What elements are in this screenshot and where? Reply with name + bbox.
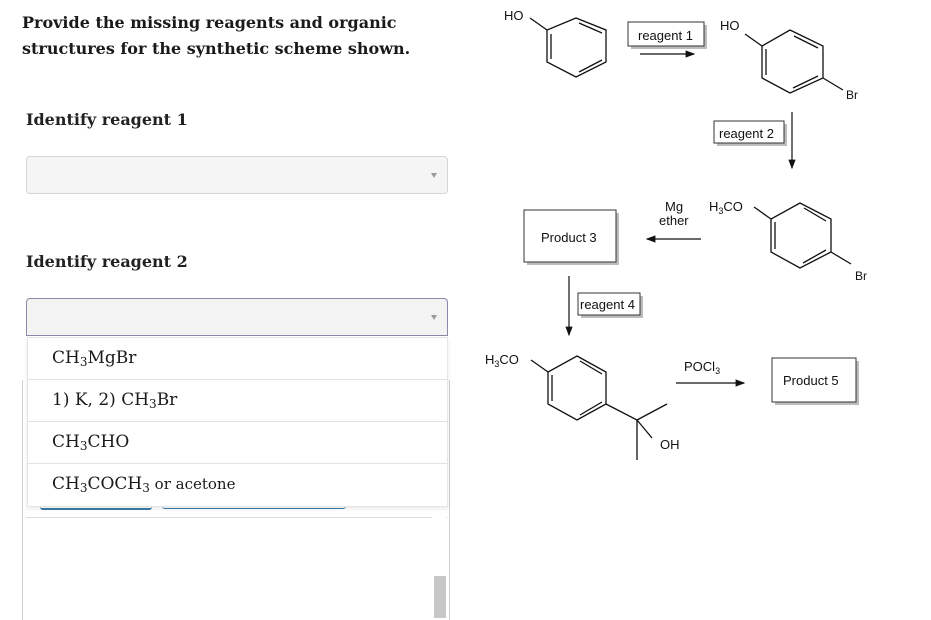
h3co-label: H3CO: [709, 199, 743, 216]
product-5-text: Product 5: [783, 373, 839, 388]
option-text: Br: [156, 390, 178, 410]
reagent-1-text: reagent 1: [638, 28, 693, 43]
reagent-2-label: Identify reagent 2: [26, 252, 188, 271]
option-text: CHO: [87, 432, 130, 452]
reagent-2-options-list: CH3MgBr 1) K, 2) CH3Br CH3CHO CH3COCH3 o…: [27, 337, 448, 507]
bromophenol-structure: [744, 29, 844, 94]
question-prompt: Provide the missing reagents and organic…: [22, 13, 411, 58]
mg-label: Mg: [665, 199, 683, 214]
reagent-4-text: reagent 4: [580, 297, 635, 312]
option-ch3cho[interactable]: CH3CHO: [28, 422, 447, 464]
option-text: CH: [52, 474, 80, 494]
pocl3-label: POCl3: [684, 359, 720, 376]
oh-label: OH: [660, 437, 680, 452]
option-subscript: 3: [142, 481, 150, 495]
chevron-down-icon: [431, 315, 437, 320]
tertiary-alcohol-structure: [530, 355, 668, 460]
ether-label: ether: [659, 213, 689, 228]
option-text: CH: [52, 348, 80, 368]
product-3-text: Product 3: [541, 230, 597, 245]
bromoanisole-structure: [753, 202, 852, 269]
option-text: MgBr: [87, 348, 137, 368]
tab-underline: [162, 504, 346, 509]
reagent-2-text: reagent 2: [719, 126, 774, 141]
br-label: Br: [855, 269, 867, 283]
option-acetone[interactable]: CH3COCH3 or acetone: [28, 464, 447, 506]
ho-label: HO: [504, 8, 524, 23]
option-ch3mgbr[interactable]: CH3MgBr: [28, 338, 447, 380]
product-5-box[interactable]: [771, 357, 857, 403]
option-text: COCH: [87, 474, 143, 494]
reagent-1-dropdown[interactable]: [26, 156, 448, 194]
option-subscript: 3: [79, 439, 88, 453]
chevron-down-icon: [431, 173, 437, 178]
br-label: Br: [846, 88, 858, 102]
reagent-1-box[interactable]: [627, 21, 705, 47]
divider: [26, 517, 448, 518]
reagent-4-box[interactable]: [577, 292, 641, 316]
phenol-structure: [529, 17, 607, 78]
h3co-label: H3CO: [485, 352, 519, 369]
reagent-2-dropdown[interactable]: [26, 298, 448, 336]
tab-underline: [40, 504, 152, 510]
option-text: or acetone: [149, 475, 236, 493]
option-text: 1) K, 2) CH: [52, 390, 150, 410]
option-subscript: 3: [149, 397, 157, 411]
option-text: CH: [52, 432, 80, 452]
reagent-2-box[interactable]: [713, 120, 785, 144]
product-3-box[interactable]: [523, 209, 617, 263]
reagent-1-label: Identify reagent 1: [26, 110, 188, 129]
ho-label: HO: [720, 18, 740, 33]
option-subscript: 3: [79, 481, 88, 495]
scrollbar-thumb[interactable]: [434, 576, 446, 618]
option-k-ch3br[interactable]: 1) K, 2) CH3Br: [28, 380, 447, 422]
option-subscript: 3: [79, 355, 88, 369]
synthetic-scheme: HO reagent 1 HO Br reagent 2 H3CO Br Mg …: [485, 8, 867, 460]
